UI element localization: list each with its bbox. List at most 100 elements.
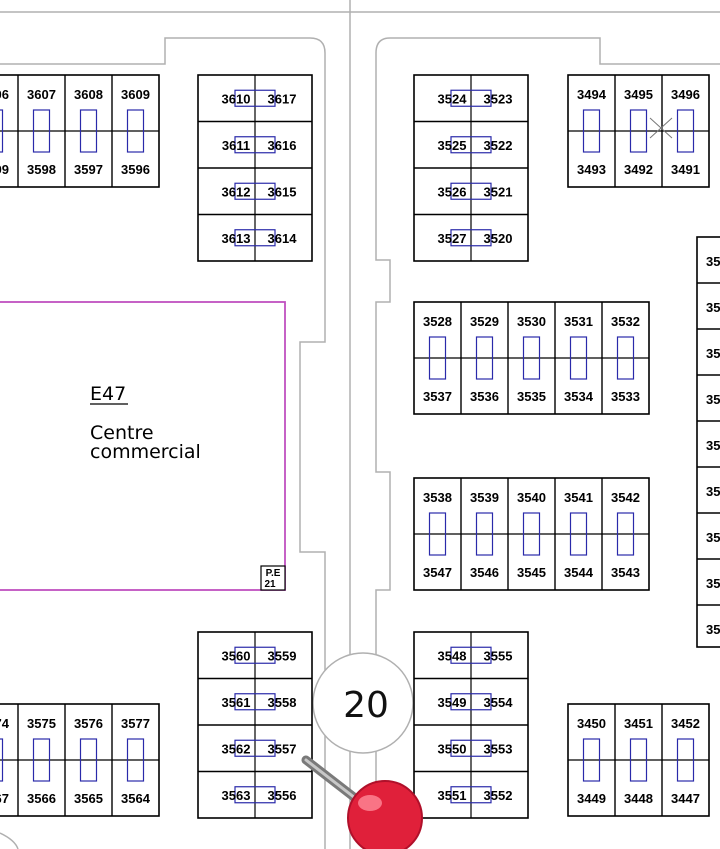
plot-marker [126, 109, 145, 153]
location-pin-icon[interactable] [301, 755, 423, 849]
plot-number-a-top-2: 3608 [74, 87, 103, 102]
plot-number-k-2: 35 [706, 346, 720, 361]
plot-block-d [567, 74, 710, 188]
plot-block-g [197, 631, 313, 819]
plot-number-c-right-2: 3521 [484, 184, 513, 199]
plot-number-g-right-0: 3559 [268, 648, 297, 663]
plot-number-i-top-0: 3574 [0, 716, 10, 731]
plot-marker [234, 89, 276, 107]
plot-number-c-left-2: 3526 [438, 184, 467, 199]
plot-number-h-right-1: 3554 [484, 695, 514, 710]
zone-name-line2: commercial [90, 441, 201, 463]
plot-number-h-left-3: 3551 [438, 788, 467, 803]
plot-number-f-bot-1: 3546 [470, 565, 499, 580]
plot-block-h [413, 631, 529, 819]
plot-number-h-right-0: 3555 [484, 648, 513, 663]
plot-number-d-bot-1: 3492 [624, 162, 653, 177]
plot-number-k-7: 35 [706, 576, 720, 591]
plot-number-j-bot-0: 3449 [577, 791, 606, 806]
plot-marker [475, 336, 494, 380]
plot-marker [428, 512, 447, 556]
plot-number-e-bot-1: 3536 [470, 389, 499, 404]
plot-block-i [0, 703, 160, 817]
plot-marker [676, 738, 695, 782]
plot-number-b-right-1: 3616 [268, 138, 297, 153]
plot-number-j-top-1: 3451 [624, 716, 653, 731]
plot-marker [450, 786, 492, 804]
plot-block-c [413, 74, 529, 262]
plot-block-f [413, 477, 650, 591]
plot-marker [450, 182, 492, 200]
plot-block-k [696, 236, 720, 648]
plot-marker [582, 738, 601, 782]
plot-number-k-4: 35 [706, 438, 720, 453]
plot-number-a-bot-0: 3599 [0, 162, 9, 177]
zone-outline[interactable] [0, 301, 286, 591]
plot-number-k-0: 35 [706, 254, 720, 269]
plot-number-b-right-0: 3617 [268, 91, 297, 106]
plot-number-e-top-1: 3529 [470, 314, 499, 329]
pe-marker-line1: P.E [266, 568, 281, 579]
plot-number-f-top-0: 3538 [423, 490, 452, 505]
plot-number-a-top-1: 3607 [27, 87, 56, 102]
plot-number-h-left-0: 3548 [438, 648, 467, 663]
plot-number-b-left-1: 3611 [222, 138, 250, 153]
road-circle [312, 652, 414, 754]
plot-number-e-bot-2: 3535 [517, 389, 546, 404]
plot-number-b-right-2: 3615 [268, 184, 297, 199]
plot-number-d-top-2: 3496 [671, 87, 700, 102]
plot-block-a [0, 74, 160, 188]
plot-marker [79, 109, 98, 153]
plot-marker [629, 109, 648, 153]
plot-marker [234, 693, 276, 711]
plot-number-a-bot-2: 3597 [74, 162, 103, 177]
plot-number-b-left-2: 3612 [222, 184, 251, 199]
plot-number-a-top-0: 3606 [0, 87, 9, 102]
plot-marker [428, 336, 447, 380]
plot-number-i-top-3: 3577 [121, 716, 150, 731]
plot-number-e-top-0: 3528 [423, 314, 452, 329]
plot-number-g-left-3: 3563 [222, 788, 251, 803]
plot-number-j-bot-1: 3448 [624, 791, 653, 806]
plot-number-h-left-2: 3550 [438, 741, 467, 756]
plot-number-k-6: 35 [706, 530, 720, 545]
zone-name-line1: Centre [90, 422, 154, 444]
cross-mark [649, 117, 673, 139]
plot-marker [522, 512, 541, 556]
plot-number-d-top-0: 3494 [577, 87, 607, 102]
plot-marker [450, 89, 492, 107]
plot-number-k-8: 35 [706, 622, 720, 637]
plot-marker [234, 739, 276, 757]
plot-block-b [197, 74, 313, 262]
plot-number-e-bot-4: 3533 [611, 389, 640, 404]
plot-number-g-left-0: 3560 [222, 648, 251, 663]
plot-number-f-top-3: 3541 [564, 490, 593, 505]
plot-number-g-left-1: 3561 [222, 695, 251, 710]
plot-number-h-right-2: 3553 [484, 741, 513, 756]
pe-marker-line2: 21 [264, 579, 276, 590]
plot-marker [450, 136, 492, 154]
plot-number-c-right-1: 3522 [484, 138, 513, 153]
plot-number-g-left-2: 3562 [222, 741, 251, 756]
plot-number-k-3: 35 [706, 392, 720, 407]
plot-number-a-top-3: 3609 [121, 87, 150, 102]
plot-number-g-right-2: 3557 [268, 741, 297, 756]
plot-number-k-1: 35 [706, 300, 720, 315]
plot-marker [629, 738, 648, 782]
plot-number-e-top-4: 3532 [611, 314, 640, 329]
plot-number-i-top-1: 3575 [27, 716, 56, 731]
plot-number-f-bot-0: 3547 [423, 565, 452, 580]
plot-number-f-top-4: 3542 [611, 490, 640, 505]
plot-number-f-bot-3: 3544 [564, 565, 594, 580]
plot-number-e-top-3: 3531 [564, 314, 593, 329]
plot-number-d-top-1: 3495 [624, 87, 653, 102]
plot-number-e-bot-0: 3537 [423, 389, 452, 404]
plot-marker [0, 109, 4, 153]
plot-number-g-right-1: 3558 [268, 695, 297, 710]
plot-marker [616, 336, 635, 380]
plot-marker [582, 109, 601, 153]
plot-number-i-bot-2: 3565 [74, 791, 103, 806]
plot-number-j-top-0: 3450 [577, 716, 606, 731]
